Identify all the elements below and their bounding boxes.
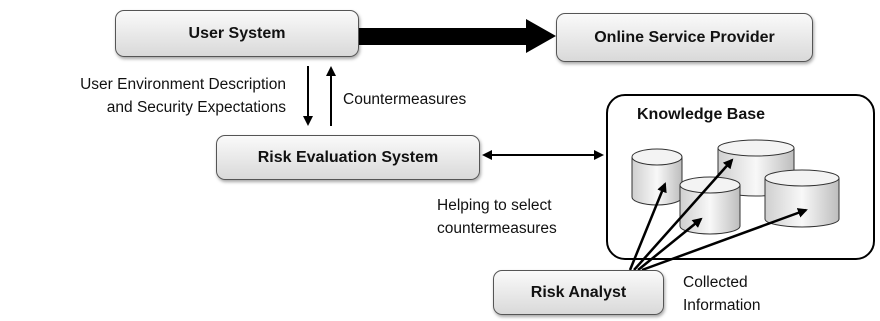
database-cylinder [631,148,683,206]
collected-information-line-2: Information [683,297,761,314]
countermeasures-label: Countermeasures [343,91,467,108]
database-cylinder [764,169,840,228]
collected-information-line-1: Collected [683,274,748,291]
collected-information-label: Collected Information [683,271,761,317]
env-description-line-2: and Security Expectations [106,99,286,116]
env-description-line-1: User Environment Description [80,76,286,93]
knowledge-base-title: Knowledge Base [637,106,766,123]
risk-evaluation-system-box: Risk Evaluation System [216,135,480,180]
helping-select-line-2: countermeasures [437,220,557,237]
user-system-box: User System [115,10,359,57]
helping-select-line-1: Helping to select [437,197,552,214]
helping-select-label: Helping to select countermeasures [437,194,557,240]
thick-arrow-to-provider [359,19,556,53]
risk-analyst-box: Risk Analyst [493,270,664,315]
online-service-provider-box: Online Service Provider [556,13,813,62]
env-description-label: User Environment Description and Securit… [0,73,286,119]
collected-information-arrows [628,158,808,272]
